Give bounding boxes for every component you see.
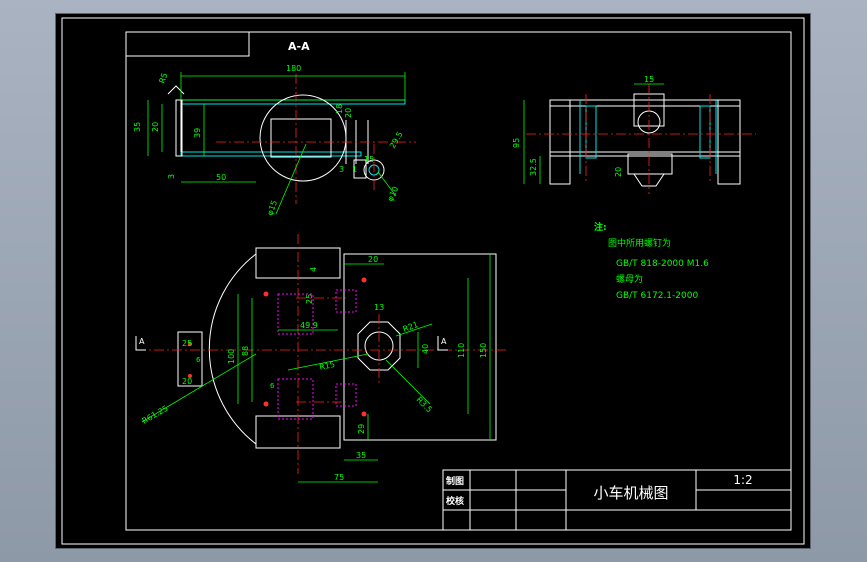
inner-frame bbox=[125, 31, 792, 531]
reverse-code-box bbox=[125, 31, 250, 57]
dimension-label: 25 bbox=[182, 339, 192, 348]
dimension-label: 75 bbox=[334, 473, 344, 482]
dimension-label: 100 bbox=[227, 349, 236, 364]
dimension-label: 35 bbox=[356, 451, 366, 460]
plan-base-plate bbox=[343, 253, 497, 441]
dimension-label: 25 bbox=[305, 294, 314, 304]
dimension-label: R3.5 bbox=[415, 395, 434, 414]
dimension-label: 150 bbox=[479, 343, 488, 358]
title-block: 制图 校核 小车机械图 1:2 bbox=[442, 469, 792, 531]
dimension-label: 4 bbox=[309, 267, 318, 272]
dimension-label: 88 bbox=[241, 346, 250, 356]
dimension-label: 180 bbox=[286, 64, 301, 73]
section-view-a-a: A-A bbox=[133, 40, 416, 217]
dimension-label: 1 bbox=[352, 165, 357, 174]
plan-view: A A 20 4 25 13 49.9 100 88 20 25 R21 bbox=[135, 234, 506, 483]
wheel-circle bbox=[259, 94, 347, 182]
dimension-label: 50 bbox=[216, 173, 226, 182]
outer-border bbox=[61, 17, 805, 545]
dimension-label: 20 bbox=[368, 255, 378, 264]
drawing-name: 小车机械图 bbox=[593, 484, 668, 502]
dimension-label: 18 bbox=[335, 104, 344, 114]
top-plate bbox=[180, 99, 406, 105]
dimension-label: A bbox=[139, 337, 145, 346]
scale-value: 1:2 bbox=[733, 473, 752, 487]
checked-label: 校核 bbox=[446, 495, 464, 507]
dimension-label: 20 bbox=[344, 108, 353, 118]
dimension-label: 95 bbox=[512, 138, 521, 148]
dimension-label: 15 bbox=[644, 75, 654, 84]
dimension-label: φ10 bbox=[386, 185, 401, 203]
notes-line-3: 螺母为 bbox=[616, 273, 643, 285]
dimension-label: 6 bbox=[270, 382, 275, 390]
notes-line-1: 图中所用螺钉为 bbox=[608, 237, 671, 249]
dimension-label: 29.5 bbox=[388, 130, 405, 150]
section-label: A-A bbox=[288, 40, 310, 53]
dimension-label: 20 bbox=[151, 122, 160, 132]
notes-line-4: GB/T 6172.1-2000 bbox=[616, 291, 698, 301]
dimension-label: 40 bbox=[421, 344, 430, 354]
drawing-svg: A-A bbox=[61, 17, 805, 545]
dimension-label: 35 bbox=[133, 122, 142, 132]
dimension-label: 20 bbox=[182, 377, 192, 386]
dimension-label: R5 bbox=[157, 72, 169, 85]
dimension-label: 3 bbox=[339, 165, 344, 174]
drawn-label: 制图 bbox=[446, 475, 464, 487]
dimension-label: 3 bbox=[167, 174, 176, 179]
dimension-label: 49.9 bbox=[300, 321, 318, 330]
dimension-label: 13 bbox=[374, 303, 384, 312]
drawing-canvas[interactable]: A-A bbox=[56, 14, 810, 548]
dimension-label: 20 bbox=[614, 167, 623, 177]
dimension-label: A bbox=[441, 337, 447, 346]
dimension-label: 39 bbox=[193, 128, 202, 138]
notes-heading: 注: bbox=[594, 221, 607, 233]
dimension-label: 15 bbox=[364, 155, 374, 164]
dimension-label: 29 bbox=[357, 424, 366, 434]
side-view: 15 95 32.5 20 bbox=[512, 75, 756, 194]
dimension-label: R21 bbox=[402, 320, 420, 334]
dimension-label: φ15 bbox=[265, 199, 279, 217]
dimension-label: 6 bbox=[196, 356, 201, 364]
notes-block: 注: 图中所用螺钉为 GB/T 818-2000 M1.6 螺母为 GB/T 6… bbox=[594, 221, 709, 301]
dimension-label: R15 bbox=[319, 360, 336, 372]
plan-outline-arc bbox=[208, 253, 257, 445]
dimension-label: 110 bbox=[457, 343, 466, 358]
dimension-label: R61.25 bbox=[141, 404, 170, 426]
caster-mount bbox=[357, 321, 401, 371]
dimension-label: 32.5 bbox=[529, 158, 538, 176]
notes-line-2: GB/T 818-2000 M1.6 bbox=[616, 259, 709, 269]
